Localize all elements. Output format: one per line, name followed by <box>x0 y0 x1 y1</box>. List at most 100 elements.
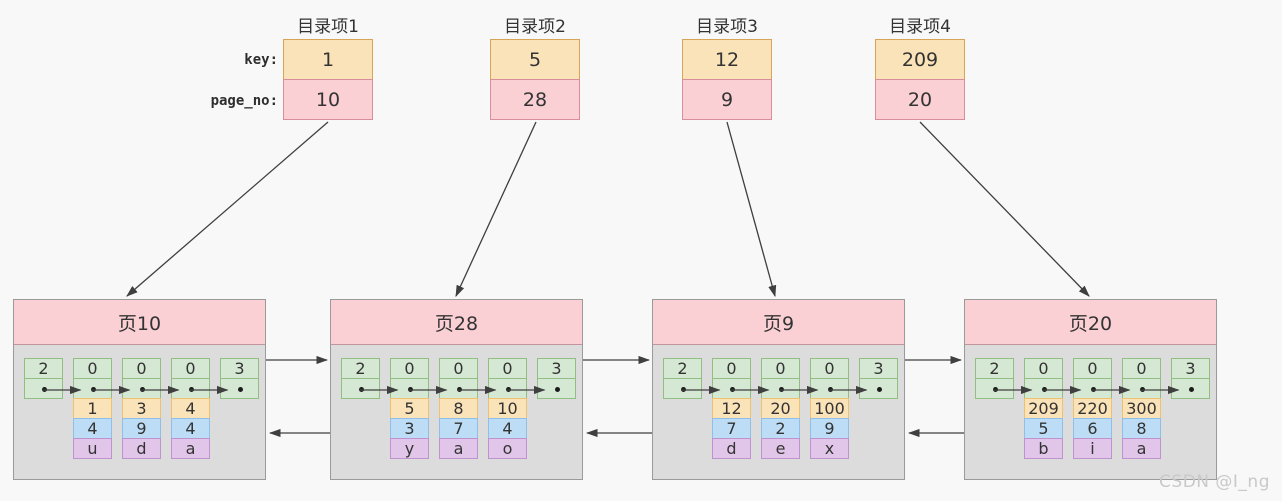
directory-entry-title: 目录项4 <box>889 17 951 37</box>
record-key-cell: 300 <box>1122 398 1161 419</box>
pointer-cell <box>859 378 898 399</box>
pointer-cell <box>171 378 210 399</box>
supremum-column: 3 <box>859 358 898 399</box>
infimum-column: 2 <box>975 358 1014 399</box>
record-column: 0 8 7 a <box>439 358 478 459</box>
record-col3-cell: d <box>712 438 751 459</box>
pointer-cell <box>663 378 702 399</box>
pointer-dot-icon <box>1140 387 1145 392</box>
pointer-cell <box>220 378 259 399</box>
pointer-dot-icon <box>42 387 47 392</box>
pointer-cell <box>122 378 161 399</box>
page-20: 页20 2 0 209 5 b 0 220 6 i 0 <box>964 299 1217 480</box>
record-flag-cell: 0 <box>761 358 800 379</box>
infimum-column: 2 <box>24 358 63 399</box>
record-column: 0 100 9 x <box>810 358 849 459</box>
record-flag-cell: 2 <box>24 358 63 379</box>
pointer-cell <box>439 378 478 399</box>
directory-entry-pageno-cell: 9 <box>682 79 772 120</box>
pointer-dot-icon <box>993 387 998 392</box>
directory-entry-title: 目录项2 <box>504 17 566 37</box>
directory-entry-2: 目录项2 5 28 <box>490 12 580 120</box>
pointer-dot-icon <box>828 387 833 392</box>
supremum-column: 3 <box>1171 358 1210 399</box>
pointer-cell <box>488 378 527 399</box>
dir1-to-page10-arrow <box>126 121 329 297</box>
page-title: 页28 <box>331 300 582 345</box>
pointer-dot-icon <box>1189 387 1194 392</box>
record-col3-cell: i <box>1073 438 1112 459</box>
record-flag-cell: 0 <box>122 358 161 379</box>
record-col2-cell: 6 <box>1073 418 1112 439</box>
record-flag-cell: 0 <box>390 358 429 379</box>
record-key-cell: 10 <box>488 398 527 419</box>
record-column: 0 209 5 b <box>1024 358 1063 459</box>
record-col3-cell: y <box>390 438 429 459</box>
supremum-column: 3 <box>220 358 259 399</box>
record-col2-cell: 9 <box>810 418 849 439</box>
pointer-cell <box>975 378 1014 399</box>
pointer-dot-icon <box>359 387 364 392</box>
record-flag-cell: 0 <box>1122 358 1161 379</box>
pointer-dot-icon <box>730 387 735 392</box>
record-key-cell: 3 <box>122 398 161 419</box>
key-row-label: key: <box>244 52 278 68</box>
record-col3-cell: x <box>810 438 849 459</box>
record-key-cell: 4 <box>171 398 210 419</box>
page-10: 页10 2 0 1 4 u 0 3 9 d 0 <box>13 299 266 480</box>
pointer-cell <box>761 378 800 399</box>
record-key-cell: 1 <box>73 398 112 419</box>
directory-entry-1: 目录项1 1 10 <box>283 12 373 120</box>
page-9: 页9 2 0 12 7 d 0 20 2 e 0 <box>652 299 905 480</box>
pointer-cell <box>537 378 576 399</box>
page-title: 页10 <box>14 300 265 345</box>
record-flag-cell: 0 <box>1024 358 1063 379</box>
page-body: 2 0 209 5 b 0 220 6 i 0 300 8 <box>965 345 1216 479</box>
record-column: 0 10 4 o <box>488 358 527 459</box>
record-col3-cell: a <box>171 438 210 459</box>
pointer-dot-icon <box>140 387 145 392</box>
record-column: 0 5 3 y <box>390 358 429 459</box>
pointer-dot-icon <box>506 387 511 392</box>
record-col3-cell: e <box>761 438 800 459</box>
pointer-dot-icon <box>457 387 462 392</box>
pointer-dot-icon <box>877 387 882 392</box>
record-col2-cell: 3 <box>390 418 429 439</box>
record-key-cell: 100 <box>810 398 849 419</box>
directory-entry-pageno-cell: 10 <box>283 79 373 120</box>
pointer-cell <box>1024 378 1063 399</box>
record-col2-cell: 4 <box>171 418 210 439</box>
record-column: 0 220 6 i <box>1073 358 1112 459</box>
page-body: 2 0 1 4 u 0 3 9 d 0 4 4 a <box>14 345 265 479</box>
directory-entry-pageno-cell: 20 <box>875 79 965 120</box>
record-col3-cell: u <box>73 438 112 459</box>
record-col3-cell: o <box>488 438 527 459</box>
record-col2-cell: 9 <box>122 418 161 439</box>
dir2-to-page28-arrow <box>455 121 537 298</box>
watermark: CSDN @I_ng <box>1159 472 1270 492</box>
pointer-cell <box>712 378 751 399</box>
record-column: 0 12 7 d <box>712 358 751 459</box>
page-no-row-label: page_no: <box>210 93 278 109</box>
pointer-dot-icon <box>91 387 96 392</box>
pointer-cell <box>1122 378 1161 399</box>
supremum-column: 3 <box>537 358 576 399</box>
pointer-cell <box>810 378 849 399</box>
record-col2-cell: 4 <box>488 418 527 439</box>
directory-entry-3: 目录项3 12 9 <box>682 12 772 120</box>
pointer-cell <box>390 378 429 399</box>
record-flag-cell: 0 <box>1073 358 1112 379</box>
pointer-cell <box>1073 378 1112 399</box>
record-col2-cell: 7 <box>439 418 478 439</box>
record-key-cell: 12 <box>712 398 751 419</box>
directory-entry-key-cell: 12 <box>682 39 772 80</box>
pointer-dot-icon <box>1042 387 1047 392</box>
record-key-cell: 5 <box>390 398 429 419</box>
record-col2-cell: 4 <box>73 418 112 439</box>
record-flag-cell: 2 <box>663 358 702 379</box>
page-body: 2 0 5 3 y 0 8 7 a 0 10 4 o <box>331 345 582 479</box>
record-key-cell: 20 <box>761 398 800 419</box>
record-flag-cell: 0 <box>439 358 478 379</box>
record-flag-cell: 3 <box>220 358 259 379</box>
pointer-dot-icon <box>779 387 784 392</box>
